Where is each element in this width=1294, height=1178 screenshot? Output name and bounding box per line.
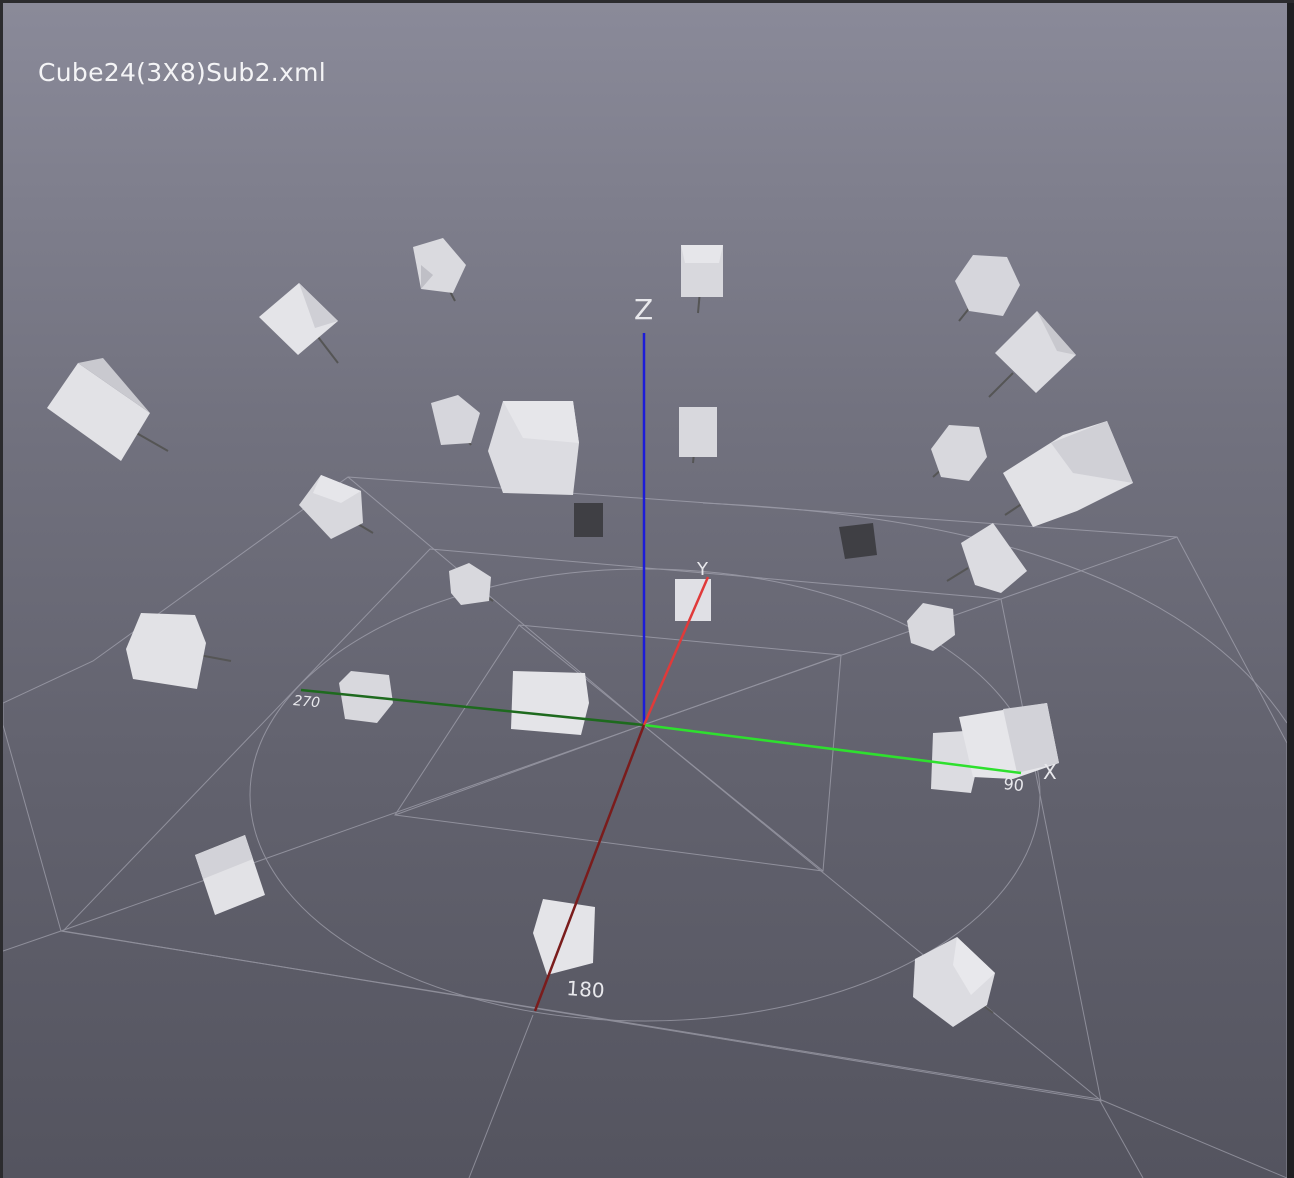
cube-object[interactable] xyxy=(931,425,987,481)
cube-object[interactable] xyxy=(511,671,589,735)
x-axis-negative xyxy=(300,688,645,727)
file-name-title: Cube24(3X8)Sub2.xml xyxy=(38,58,327,87)
compass-label-180: 180 xyxy=(566,976,606,1003)
cube-object[interactable] xyxy=(679,407,717,464)
cube-object[interactable] xyxy=(431,395,480,446)
compass-label-270: 270 xyxy=(293,693,321,711)
x-axis xyxy=(643,723,1022,775)
ground-grid xyxy=(3,476,1287,1178)
cube-objects xyxy=(47,238,1133,1027)
x-axis-label: X xyxy=(1043,760,1057,784)
cube-object[interactable] xyxy=(126,613,232,689)
cube-object[interactable] xyxy=(681,245,723,314)
cube-object[interactable] xyxy=(413,238,466,302)
axis-lines xyxy=(300,333,1022,1012)
cube-object[interactable] xyxy=(907,603,955,651)
compass-label-90: 90 xyxy=(1003,774,1025,795)
window-edge xyxy=(1287,3,1294,1178)
cube-object[interactable] xyxy=(449,563,494,605)
cube-object[interactable] xyxy=(955,255,1020,322)
cube-object[interactable] xyxy=(488,401,579,495)
cube-object[interactable] xyxy=(47,358,169,461)
cube-object-highlighted[interactable] xyxy=(839,523,877,559)
cube-object[interactable] xyxy=(913,937,995,1027)
z-axis-label: Z xyxy=(634,293,653,326)
cube-object[interactable] xyxy=(1003,421,1133,527)
cube-object[interactable] xyxy=(299,475,374,539)
axis-labels: Z Y X 90 180 270 xyxy=(293,293,1057,1003)
cube-object[interactable] xyxy=(195,835,265,915)
3d-viewport[interactable]: Z Y X 90 180 270 Cube24(3X8)Sub2.xml xyxy=(3,3,1287,1178)
y-axis xyxy=(642,576,710,726)
y-axis-negative xyxy=(533,724,646,1012)
cube-object[interactable] xyxy=(988,311,1076,398)
scene-canvas[interactable]: Z Y X 90 180 270 xyxy=(3,3,1287,1178)
cube-object[interactable] xyxy=(931,703,1059,793)
cube-object[interactable] xyxy=(946,523,1027,593)
cube-object[interactable] xyxy=(259,283,339,364)
y-axis-label: Y xyxy=(696,559,709,580)
cube-object-highlighted[interactable] xyxy=(574,503,603,537)
